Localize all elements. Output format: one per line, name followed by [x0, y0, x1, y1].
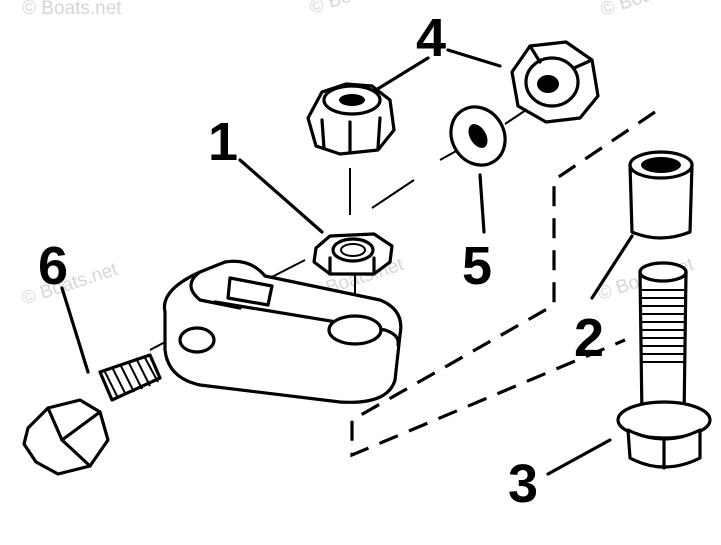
clevis-bracket: [162, 259, 403, 404]
watermark-top-right: © Boats.net: [598, 0, 700, 21]
callout-5: 5: [462, 236, 492, 296]
callout-1: 1: [208, 112, 238, 172]
callout-2: 2: [574, 308, 604, 368]
leader-lines: [60, 48, 634, 476]
watermark-top-center: © Boats.net: [307, 0, 409, 19]
callout-6: 6: [38, 236, 68, 296]
hex-bolt-part-6: [22, 353, 162, 476]
leader-4b: [446, 48, 502, 68]
leader-5: [478, 173, 486, 234]
lock-nut-part-4a: [306, 82, 396, 156]
leader-3: [546, 438, 612, 476]
leader-6: [60, 286, 90, 374]
callout-labels: 1 2 3 4 5 6: [38, 8, 604, 514]
callout-3: 3: [508, 454, 538, 514]
washer-part-5: [449, 105, 507, 167]
watermark-mid-left: © Boats.net: [19, 259, 121, 310]
sleeve-part-2: [628, 150, 694, 240]
leader-2: [590, 234, 634, 300]
assembly-dashed-outline: [350, 110, 656, 458]
lock-nut-part-4b: [510, 40, 600, 124]
hex-nut-part-1: [312, 232, 394, 276]
watermark-top-left: © Boats.net: [22, 0, 122, 19]
leader-1: [238, 158, 324, 234]
callout-4: 4: [416, 8, 446, 68]
flange-bolt-part-3: [616, 261, 712, 470]
leader-4a: [374, 56, 430, 92]
